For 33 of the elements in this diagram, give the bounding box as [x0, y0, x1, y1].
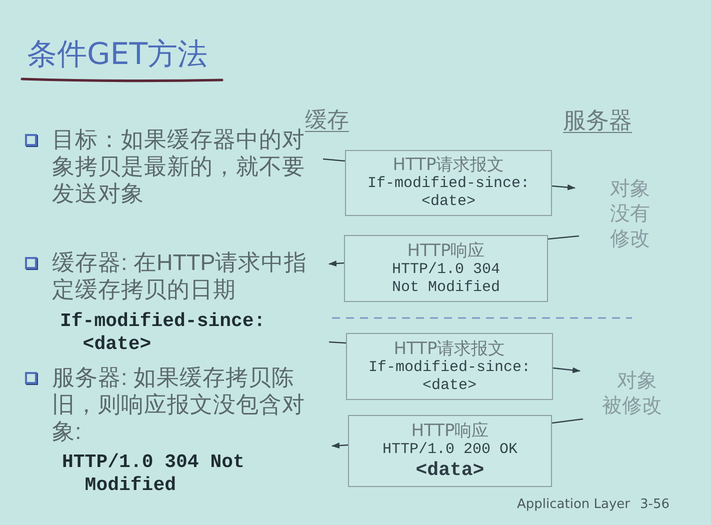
- code-text: HTTP/1.0 304 Not Modified: [62, 451, 246, 497]
- cache-column-heading: 缓存: [305, 108, 349, 134]
- bullet-text: 目标：如果缓存器中的对象拷贝是最新的，就不要发送对象: [52, 126, 305, 207]
- message-box: [344, 235, 548, 302]
- arrow: [328, 260, 344, 266]
- bullet-text: 服务器: 如果缓存拷贝陈旧，则响应报文没包含对象:: [52, 364, 306, 445]
- message-type-label: HTTP请求报文: [392, 155, 504, 175]
- message-header-text: If-modified-since: <date>: [366, 175, 530, 211]
- server-note: 对象没有修改: [610, 176, 650, 251]
- message-header-text: HTTP/1.0 200 OK: [382, 440, 518, 458]
- arrow: [332, 442, 348, 449]
- message-header-text: HTTP/1.0 304 Not Modified: [390, 260, 501, 296]
- message-box: [348, 415, 552, 487]
- bullet-text: 缓存器: 在HTTP请求中指定缓存拷贝的日期: [52, 249, 308, 303]
- connector-line: [548, 235, 580, 240]
- connector-line: [552, 418, 584, 424]
- message-type-label: HTTP响应: [411, 420, 489, 440]
- server-column-heading: 服务器: [563, 108, 632, 134]
- connector-line: [322, 158, 346, 162]
- message-box: [345, 150, 552, 216]
- message-type-label: HTTP请求报文: [394, 338, 506, 358]
- slide-title: 条件GET方法: [27, 37, 208, 73]
- footer-text: 3-56: [640, 496, 670, 514]
- connector-line: [328, 341, 346, 344]
- arrow: [552, 367, 580, 374]
- message-box: [346, 333, 553, 400]
- code-text: If-modified-since: <date>: [60, 310, 266, 356]
- message-type-label: HTTP响应: [407, 240, 485, 260]
- arrow: [552, 184, 576, 190]
- message-body-text: <data>: [416, 458, 484, 482]
- message-header-text: If-modified-since: <date>: [367, 358, 532, 394]
- server-note: 对象被修改: [602, 368, 662, 418]
- footer-text: Application Layer: [517, 496, 630, 514]
